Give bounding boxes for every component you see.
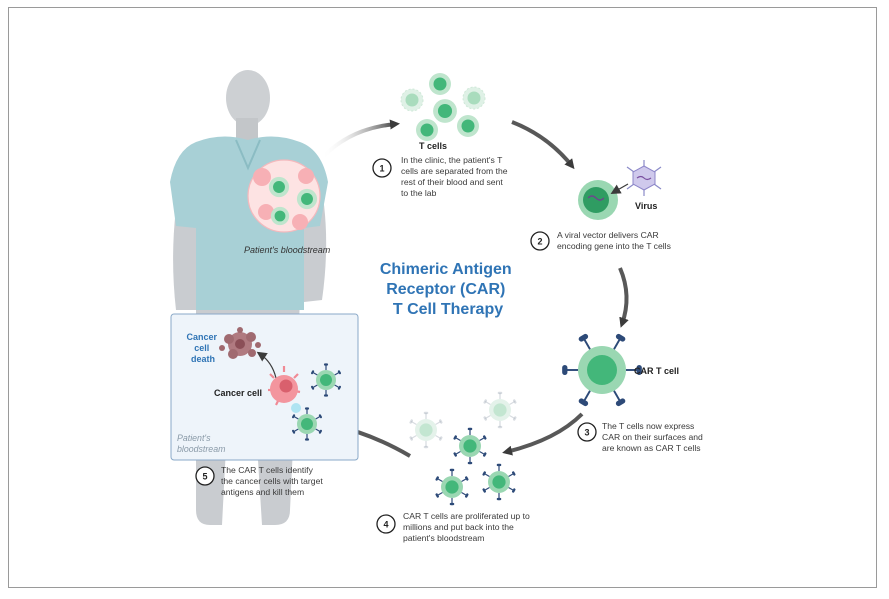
step-5-text: The CAR T cells identify the cancer cell…	[221, 465, 325, 497]
step-1-text: In the clinic, the patient's T cells are…	[401, 155, 510, 198]
virus-icon	[610, 160, 662, 196]
proliferated-car-t-cells	[409, 391, 517, 506]
step-4-text: CAR T cells are proliferated up to milli…	[403, 511, 532, 543]
car-t-cell	[482, 463, 516, 501]
step-5-number: 5	[202, 472, 207, 482]
car-receptor	[626, 364, 642, 376]
step-5: 5 The CAR T cells identify the cancer ce…	[195, 465, 325, 497]
car-t-cell-icon	[562, 333, 642, 407]
step-4-number: 4	[383, 520, 388, 530]
bloodstream-label: Patient's bloodstream	[244, 245, 331, 255]
step-2-text: A viral vector delivers CAR encoding gen…	[557, 230, 671, 251]
step-1-number: 1	[379, 164, 384, 174]
step-1: 1 In the clinic, the patient's T cells a…	[372, 155, 510, 198]
cell-death-icon	[219, 327, 261, 359]
step-4: 4 CAR T cells are proliferated up to mil…	[376, 511, 532, 543]
step-3-number: 3	[584, 428, 589, 438]
t-cells-cluster	[400, 73, 486, 141]
cancer-cell-icon	[268, 366, 301, 406]
inset-bloodstream-label: Patient's bloodstream	[177, 433, 225, 454]
car-t-cell-faint	[409, 411, 443, 449]
t-cells-label: T cells	[419, 141, 447, 151]
car-receptor	[578, 390, 591, 407]
car-receptor	[613, 333, 626, 350]
bloodstream-circle	[247, 159, 321, 233]
cancer-kill-inset: Cancer cell death Cancer cell Patient's …	[170, 313, 359, 461]
car-receptor	[613, 390, 626, 407]
car-t-cell	[310, 363, 342, 397]
car-t-cell	[435, 468, 469, 506]
step-2: 2 A viral vector delivers CAR encoding g…	[530, 230, 671, 251]
car-receptor	[578, 333, 591, 350]
step-3: 3 The T cells now express CAR on their s…	[577, 421, 705, 453]
car-receptor	[562, 364, 578, 376]
car-t-cell-label: CAR T cell	[634, 366, 679, 376]
cancer-cell-label: Cancer cell	[214, 388, 262, 398]
diagram-title: Chimeric Antigen Receptor (CAR) T Cell T…	[380, 261, 516, 318]
car-t-cell	[291, 407, 323, 441]
step-3-text: The T cells now express CAR on their sur…	[602, 421, 705, 453]
car-t-cell	[453, 427, 487, 465]
car-t-cell-faint	[483, 391, 517, 429]
immune-synapse-glow	[291, 403, 301, 413]
virus-label: Virus	[635, 201, 657, 211]
infected-t-cell	[578, 180, 618, 220]
cancer-death-label: Cancer cell death	[186, 332, 219, 364]
step-2-number: 2	[537, 237, 542, 247]
